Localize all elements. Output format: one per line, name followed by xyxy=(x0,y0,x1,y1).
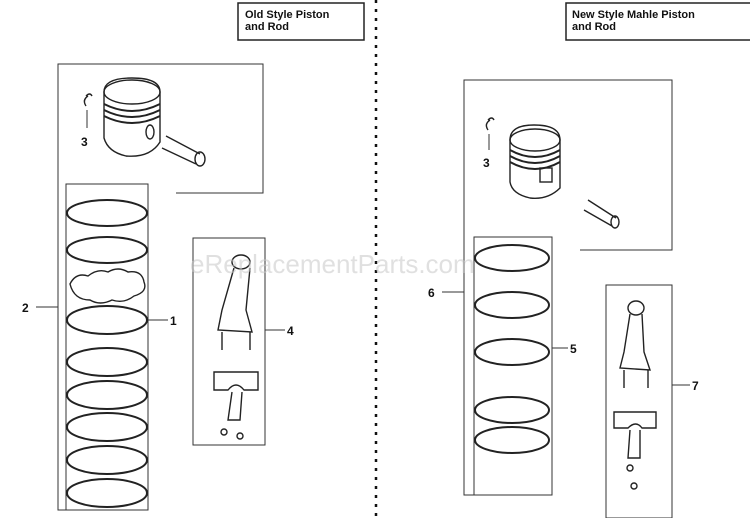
left-callout-3: 3 xyxy=(81,135,88,149)
left-rings-bracket xyxy=(65,183,149,511)
watermark: eReplacementParts.com xyxy=(190,249,475,279)
right-piston-rings-icon xyxy=(474,244,550,454)
left-connecting-rod-icon xyxy=(213,254,259,440)
left-callout-2: 2 xyxy=(22,301,29,315)
left-rod-bracket xyxy=(192,237,266,446)
left-piston-icon xyxy=(103,77,206,167)
right-title-line2: and Rod xyxy=(572,21,616,33)
left-title-box: Old Style Piston and Rod xyxy=(237,2,365,41)
left-callout-4: 4 xyxy=(287,324,294,338)
right-rings-bracket xyxy=(473,236,553,496)
right-piston-icon xyxy=(509,124,620,229)
right-title-box: New Style Mahle Piston and Rod xyxy=(565,2,750,41)
right-callout-7: 7 xyxy=(692,379,699,393)
left-piston-assembly-bracket xyxy=(57,63,264,511)
right-callout-3: 3 xyxy=(483,156,490,170)
right-title-line1: New Style Mahle Piston xyxy=(572,9,695,21)
left-callout-1: 1 xyxy=(170,314,177,328)
left-title-line1: Old Style Piston xyxy=(245,9,330,21)
right-connecting-rod-icon xyxy=(613,300,657,490)
right-retainer-clip-icon xyxy=(485,117,495,131)
right-callout-6: 6 xyxy=(428,286,435,300)
left-title-line2: and Rod xyxy=(245,21,289,33)
left-retainer-clip-icon xyxy=(83,93,93,107)
left-piston-rings-icon xyxy=(66,199,148,508)
right-piston-assembly-bracket xyxy=(463,79,673,496)
right-callout-5: 5 xyxy=(570,342,577,356)
right-rod-bracket xyxy=(605,284,673,518)
